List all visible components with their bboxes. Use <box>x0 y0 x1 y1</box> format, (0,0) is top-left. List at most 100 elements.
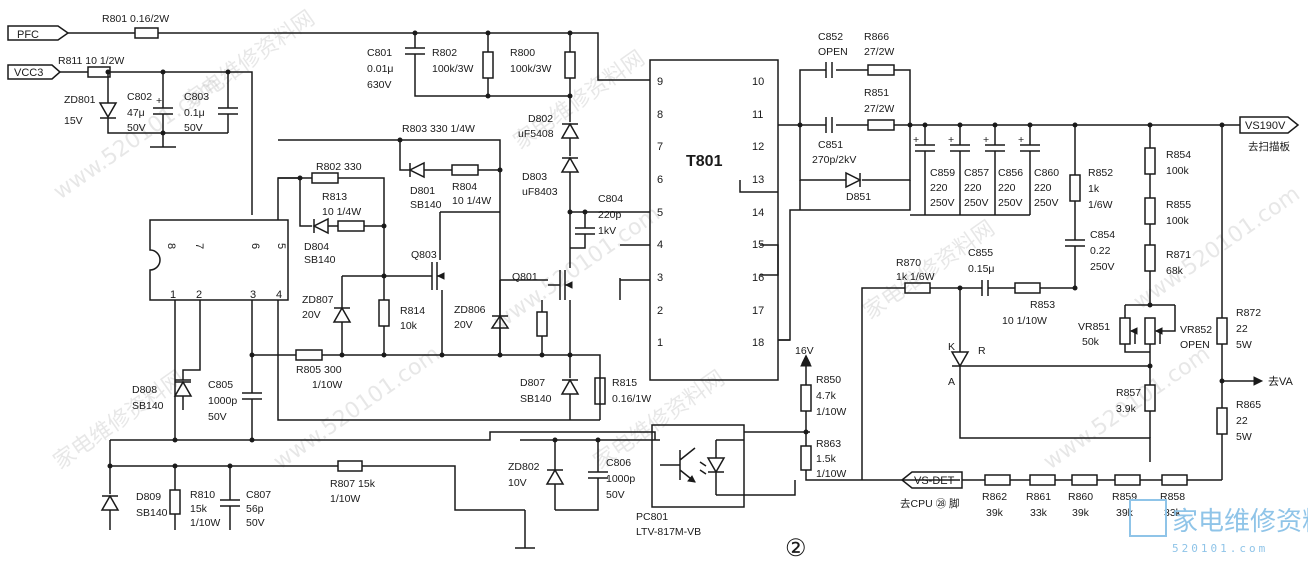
svg-text:18: 18 <box>752 337 764 349</box>
svg-text:R870: R870 <box>896 257 921 269</box>
r855-label: R855 100k <box>1166 199 1191 227</box>
svg-text:1k: 1k <box>1088 183 1100 195</box>
svg-text:0.22: 0.22 <box>1090 245 1111 257</box>
svg-text:68k: 68k <box>1166 265 1184 277</box>
t801-right-pins: 10 11 12 13 14 15 16 17 18 <box>752 76 764 349</box>
svg-text:R813: R813 <box>322 191 347 203</box>
svg-text:22: 22 <box>1236 415 1248 427</box>
svg-text:R850: R850 <box>816 374 841 386</box>
port-vcc3-label: VCC3 <box>14 67 43 79</box>
svg-text:250V: 250V <box>964 197 989 209</box>
r805-label: R805 300 1/10W <box>296 364 342 391</box>
c802-label: C802 47μ 50V <box>127 91 152 134</box>
svg-text:39k: 39k <box>1072 507 1090 519</box>
port-pfc-label: PFC <box>17 29 39 41</box>
svg-text:+: + <box>156 95 162 107</box>
r872-label: R872 22 5W <box>1236 307 1261 351</box>
svg-text:220: 220 <box>964 182 982 194</box>
svg-text:ZD802: ZD802 <box>508 461 540 473</box>
svg-text:LTV-817M-VB: LTV-817M-VB <box>636 526 701 538</box>
svg-text:R805 300: R805 300 <box>296 364 342 376</box>
ic-pin-2: 2 <box>196 289 202 301</box>
c805-label: C805 1000p 50V <box>208 379 237 423</box>
svg-text:5: 5 <box>657 207 663 219</box>
zd801-label: ZD801 15V <box>64 94 96 127</box>
svg-text:220: 220 <box>998 182 1016 194</box>
port-vs-det-dest: 去CPU ㉘ 脚 <box>900 497 960 510</box>
d851-label: D851 <box>846 191 871 203</box>
svg-text:1/10W: 1/10W <box>816 406 846 418</box>
svg-text:1000p: 1000p <box>208 395 237 407</box>
svg-text:R807 15k: R807 15k <box>330 478 376 490</box>
svg-text:100k/3W: 100k/3W <box>432 63 474 75</box>
svg-text:7: 7 <box>657 141 663 153</box>
c807-label: C807 56p 50V <box>246 489 271 529</box>
svg-text:R815: R815 <box>612 377 637 389</box>
c857-label: C857 220 250V <box>964 167 989 209</box>
svg-text:50k: 50k <box>1082 336 1100 348</box>
svg-text:100k/3W: 100k/3W <box>510 63 552 75</box>
r804-label: R804 10 1/4W <box>452 181 491 207</box>
r859-label: R859 39k <box>1112 491 1137 519</box>
c801-label: C801 0.01μ 630V <box>367 47 394 91</box>
svg-text:0.01μ: 0.01μ <box>367 63 394 75</box>
svg-text:C805: C805 <box>208 379 233 391</box>
svg-text:14: 14 <box>752 207 764 219</box>
svg-text:50V: 50V <box>208 411 227 423</box>
svg-text:R866: R866 <box>864 31 889 43</box>
svg-text:D801: D801 <box>410 185 435 197</box>
svg-text:630V: 630V <box>367 79 392 91</box>
svg-text:1/10W: 1/10W <box>190 517 220 529</box>
svg-text:33k: 33k <box>1164 507 1182 519</box>
c854-label: C854 0.22 250V <box>1090 229 1115 273</box>
ic-pin-8: 8 <box>165 243 177 249</box>
to-va-label: 去VA <box>1268 375 1294 388</box>
ic-pin-3: 3 <box>250 289 256 301</box>
q801-label: Q801 <box>512 271 538 283</box>
r861-label: R861 33k <box>1026 491 1051 519</box>
svg-text:VR852: VR852 <box>1180 324 1212 336</box>
svg-text:R852: R852 <box>1088 167 1113 179</box>
c806-label: C806 1000p 50V <box>606 457 635 501</box>
svg-text:50V: 50V <box>606 489 625 501</box>
r850-label: R850 4.7k 1/10W <box>816 374 846 418</box>
ic-pin-5: 5 <box>275 243 287 249</box>
zd802-label: ZD802 10V <box>508 461 540 489</box>
svg-text:1/10W: 1/10W <box>330 493 360 505</box>
port-vs-det: VS-DET 去CPU ㉘ 脚 <box>900 471 963 510</box>
ic-pin-4: 4 <box>276 289 282 301</box>
svg-text:1/10W: 1/10W <box>816 468 846 480</box>
svg-text:R853: R853 <box>1030 299 1055 311</box>
svg-text:27/2W: 27/2W <box>864 103 894 115</box>
c852-label: C852 OPEN <box>818 31 848 58</box>
site-logo-url: 520101.com <box>1172 542 1268 555</box>
svg-text:D802: D802 <box>528 113 553 125</box>
r854-label: R854 100k <box>1166 149 1191 177</box>
r851-label: R851 27/2W <box>864 87 894 115</box>
r871-label: R871 68k <box>1166 249 1191 277</box>
d809-label: D809 SB140 <box>136 491 168 519</box>
ic-pin-1: 1 <box>170 289 176 301</box>
svg-text:ZD801: ZD801 <box>64 94 96 106</box>
svg-text:1/10W: 1/10W <box>312 379 342 391</box>
svg-text:ZD807: ZD807 <box>302 294 334 306</box>
r857-label: R857 3.9k <box>1116 387 1141 415</box>
svg-text:15V: 15V <box>64 115 83 127</box>
svg-text:ZD806: ZD806 <box>454 304 486 316</box>
svg-text:27/2W: 27/2W <box>864 46 894 58</box>
svg-text:22: 22 <box>1236 323 1248 335</box>
svg-text:R863: R863 <box>816 438 841 450</box>
svg-text:100k: 100k <box>1166 165 1190 177</box>
svg-text:R858: R858 <box>1160 491 1185 503</box>
r865-label: R865 22 5W <box>1236 399 1261 443</box>
svg-text:56p: 56p <box>246 503 264 515</box>
svg-text:R861: R861 <box>1026 491 1051 503</box>
svg-text:+: + <box>913 134 919 146</box>
svg-text:6: 6 <box>657 174 663 186</box>
svg-text:R804: R804 <box>452 181 477 193</box>
svg-text:1k 1/6W: 1k 1/6W <box>896 271 935 283</box>
svg-text:16: 16 <box>752 272 764 284</box>
r815-label: R815 0.16/1W <box>612 377 651 405</box>
watermark-url: www.520101.com <box>269 341 445 474</box>
svg-text:1kV: 1kV <box>598 225 616 237</box>
